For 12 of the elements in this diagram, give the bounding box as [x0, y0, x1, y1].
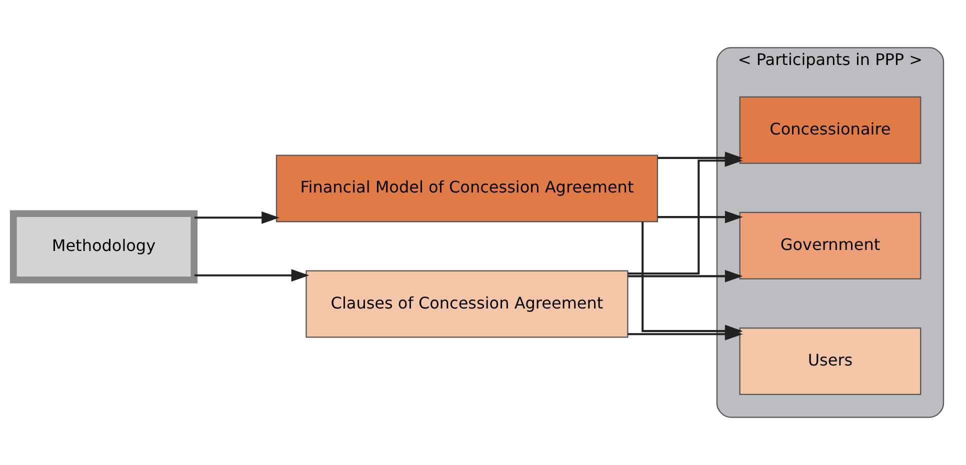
- arrow: [628, 270, 743, 282]
- node-box: Government: [739, 212, 922, 280]
- arrow: [628, 154, 743, 275]
- arrow: [658, 210, 743, 224]
- node-box: Financial Model of Concession Agreement: [276, 154, 658, 222]
- node-box: Clauses of Concession Agreement: [306, 270, 628, 338]
- node-box: Concessionaire: [739, 96, 922, 164]
- arrow: [628, 328, 743, 340]
- node-box: Methodology: [10, 210, 198, 284]
- arrow: [194, 269, 310, 282]
- node-box: Users: [739, 327, 922, 395]
- arrow: [194, 211, 280, 224]
